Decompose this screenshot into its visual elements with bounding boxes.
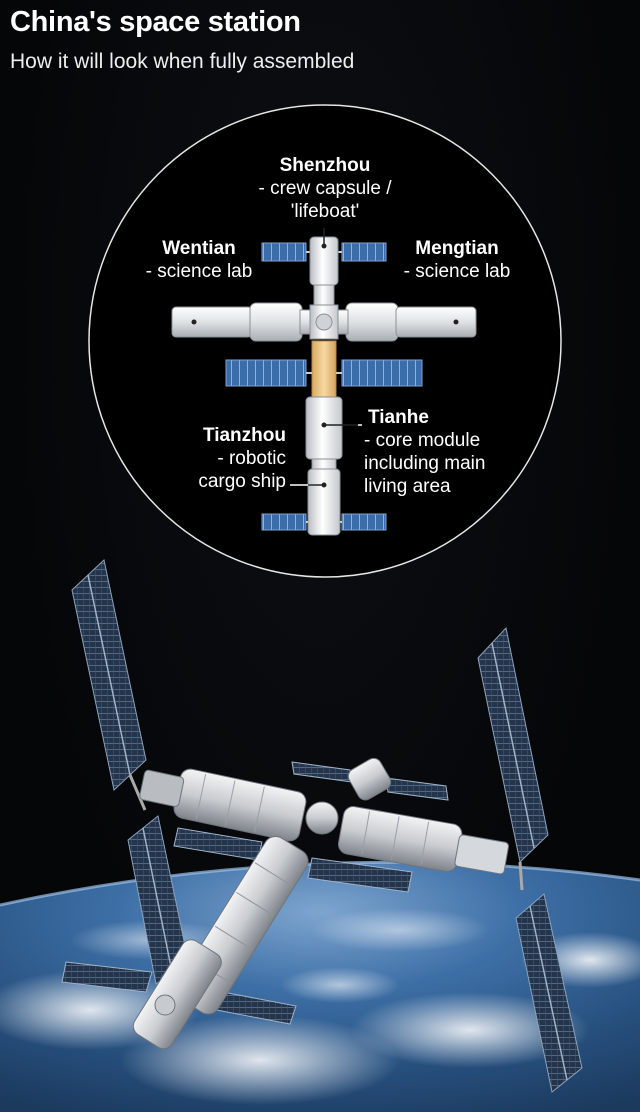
label-mengtian: Mengtian - science lab: [384, 237, 530, 283]
label-tianhe-line3: living area: [364, 476, 451, 497]
page-title: China's space station: [10, 6, 301, 38]
solar-panel: [341, 359, 423, 387]
label-wentian-desc: - science lab: [145, 261, 253, 282]
label-tianzhou-line1: - robotic: [217, 448, 286, 469]
tianhe-highlight: [311, 340, 337, 398]
wentian-module: [171, 306, 253, 338]
label-mengtian-name: Mengtian: [415, 238, 499, 259]
solar-panel: [341, 513, 387, 531]
label-shenzhou-name: Shenzhou: [279, 155, 371, 176]
label-tianzhou-name: Tianzhou: [202, 425, 286, 446]
label-tianzhou-line2: cargo ship: [198, 471, 286, 492]
label-tianhe-name: Tianhe: [368, 407, 429, 428]
label-tianzhou: Tianzhou - robotic cargo ship: [150, 424, 286, 493]
label-tianhe-line2: including main: [364, 453, 486, 474]
tianzhou-module: [307, 468, 341, 536]
label-wentian-name: Wentian: [162, 238, 236, 259]
label-mengtian-desc: - science lab: [403, 261, 511, 282]
label-tianhe-line1: - core module: [364, 430, 481, 451]
solar-panel: [341, 242, 387, 262]
solar-panel: [225, 359, 307, 387]
label-shenzhou-line2: 'lifeboat': [290, 201, 360, 222]
page-subtitle: How it will look when fully assembled: [10, 50, 355, 73]
station-render: [61, 559, 583, 1093]
solar-panel: [261, 513, 307, 531]
station-diagram: [171, 228, 477, 536]
mengtian-module: [395, 306, 477, 338]
label-shenzhou-line1: - crew capsule /: [258, 178, 392, 199]
label-shenzhou: Shenzhou - crew capsule / 'lifeboat': [250, 154, 400, 223]
label-wentian: Wentian - science lab: [126, 237, 272, 283]
tianhe-module: [305, 396, 343, 460]
label-tianhe: Tianhe - core module including main livi…: [364, 406, 534, 498]
